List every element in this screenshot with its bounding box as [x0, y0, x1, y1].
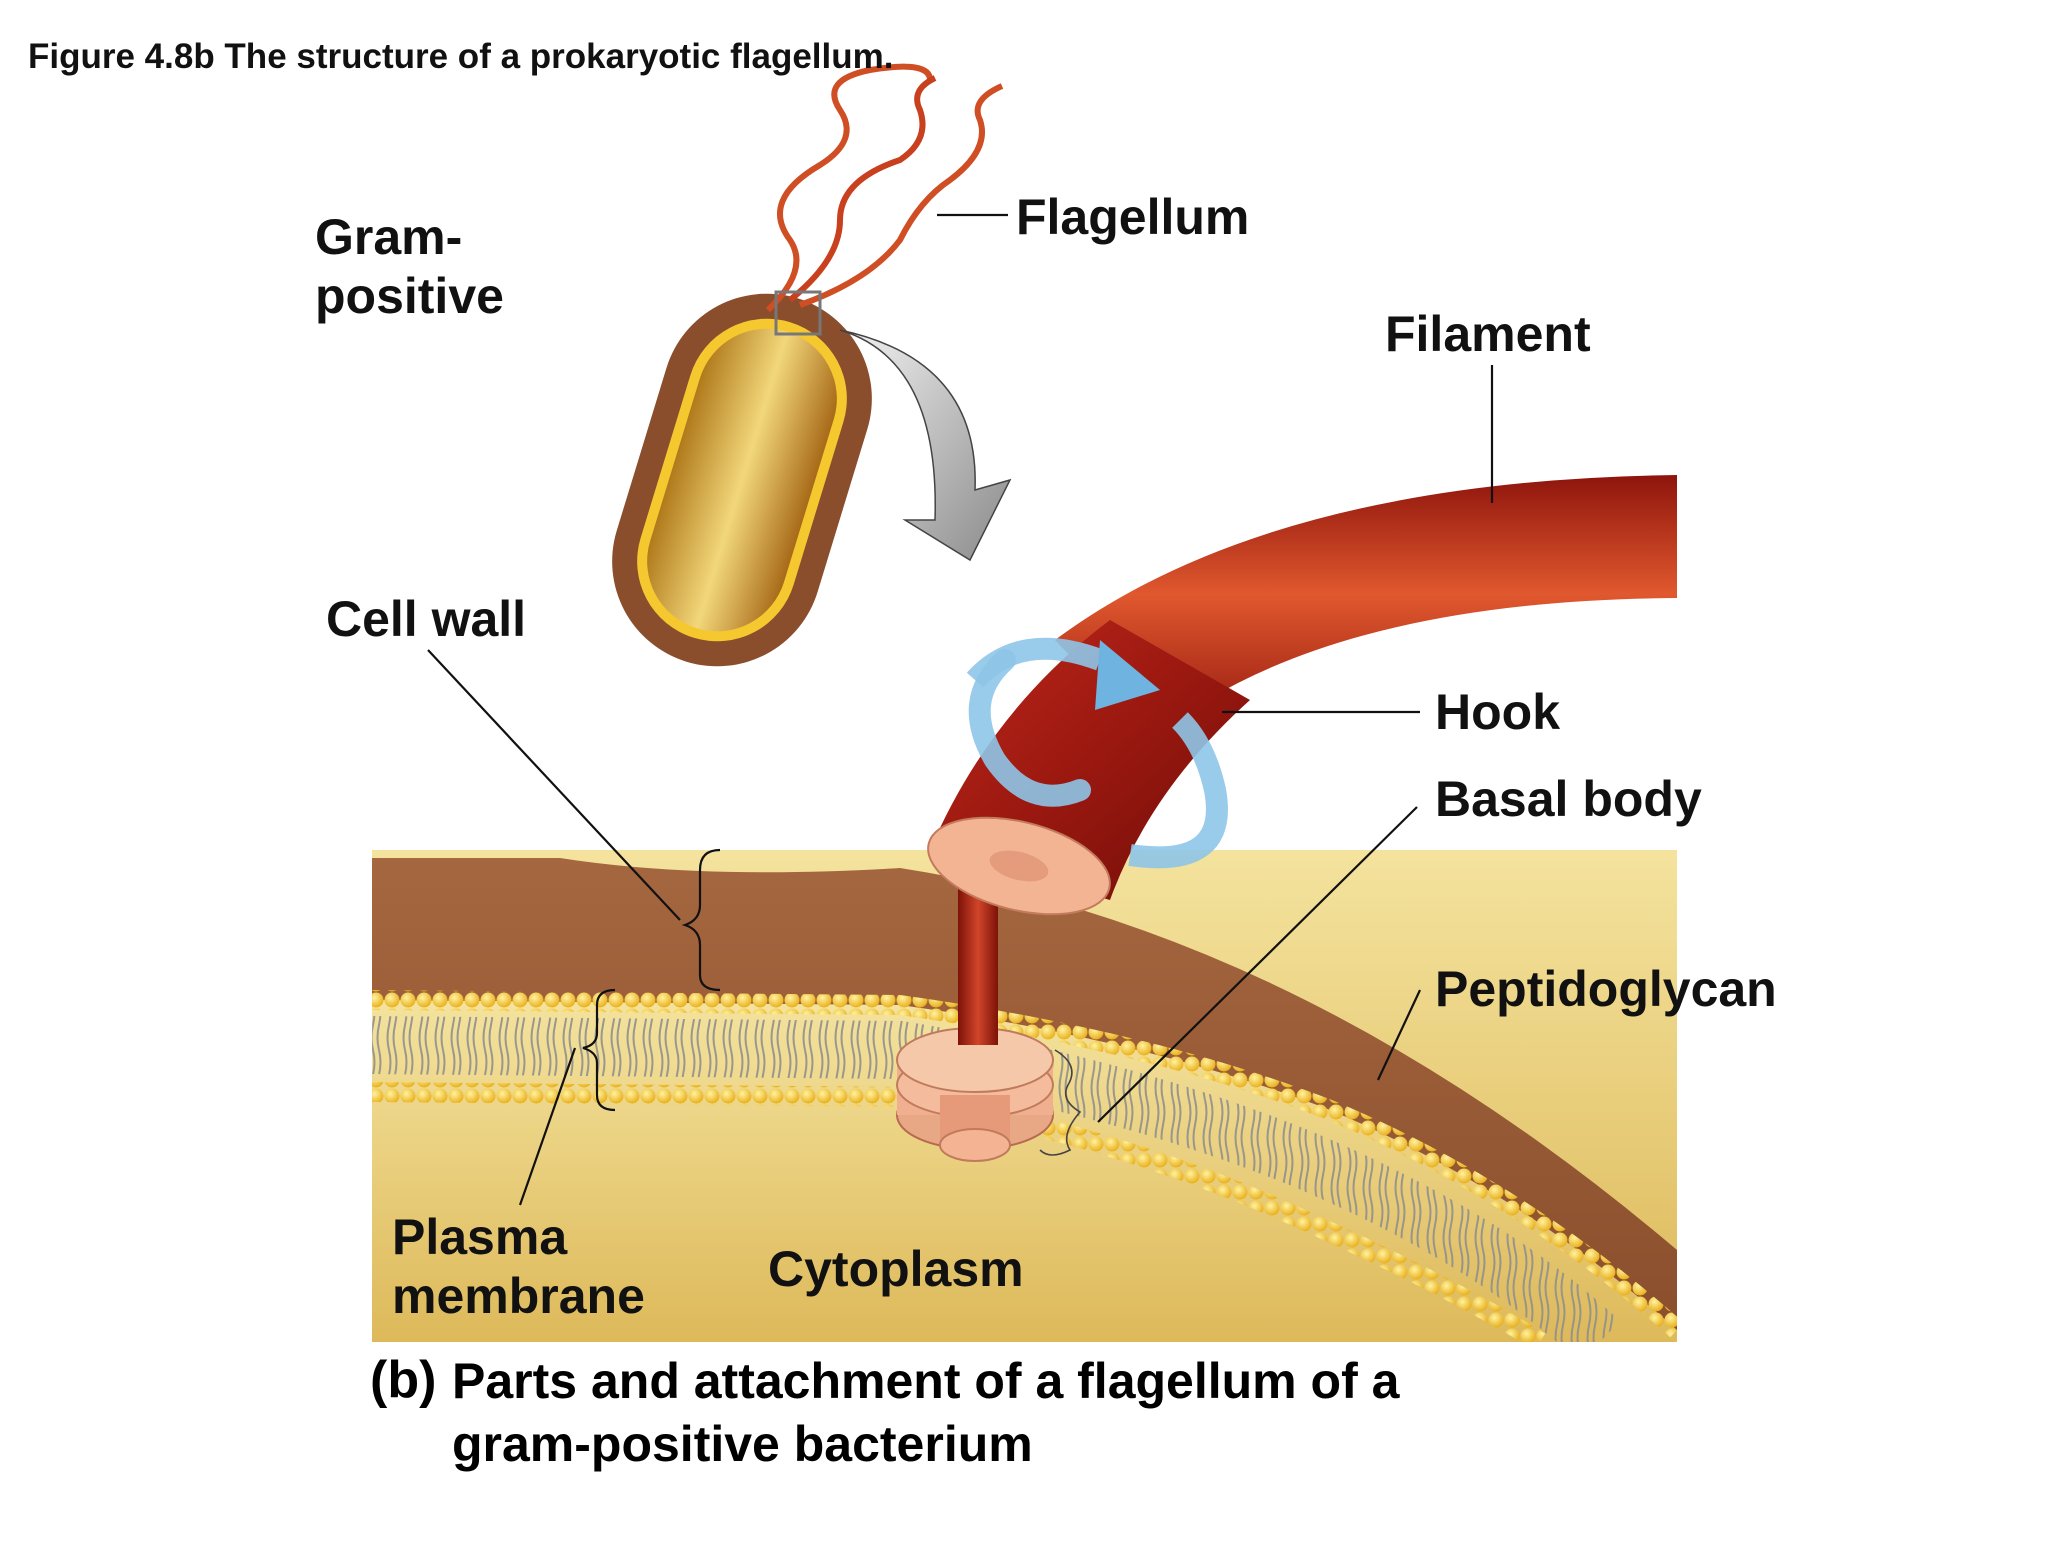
plasma-membrane-label: Plasma membrane — [392, 1208, 645, 1326]
flagellum-label: Flagellum — [1016, 189, 1250, 245]
gram-label-line1: Gram- — [315, 209, 463, 265]
plasma-label-line2: membrane — [392, 1268, 645, 1324]
cytoplasm-label: Cytoplasm — [768, 1241, 1024, 1297]
caption-letter: (b) — [370, 1351, 437, 1409]
cell-wall-leader — [427, 649, 681, 921]
outer-lipid-heads — [372, 990, 1677, 1338]
gram-positive-label: Gram- positive — [315, 208, 504, 326]
caption-line2: gram-positive bacterium — [452, 1415, 1033, 1472]
plasma-membrane-leader — [518, 1047, 577, 1206]
zoom-arrow — [839, 329, 1012, 562]
basal-body-leader — [1097, 806, 1418, 1123]
caption: Parts and attachment of a flagellum of a… — [452, 1350, 1399, 1475]
cell-wall-label: Cell wall — [326, 591, 527, 647]
cell-wall-brace — [681, 848, 721, 992]
rotation-arrow-back — [968, 649, 1091, 807]
flagellum-strand — [765, 63, 933, 313]
rotation-arrow-front — [1128, 712, 1228, 869]
figure-title: Figure 4.8b The structure of a prokaryot… — [28, 37, 894, 76]
hook-end-core — [989, 850, 1049, 882]
bacterium-cell — [612, 293, 872, 667]
filament-label: Filament — [1385, 306, 1591, 362]
basal-body — [896, 1027, 1054, 1162]
caption-line1: Parts and attachment of a flagellum of a — [452, 1353, 1400, 1409]
basal-body-brace — [1039, 1049, 1082, 1156]
gram-label-line2: positive — [315, 268, 504, 324]
zoom-box — [774, 290, 822, 336]
plasma-label-line1: Plasma — [392, 1209, 568, 1265]
basal-body-label: Basal body — [1435, 771, 1702, 827]
leader-lines — [427, 213, 1494, 1206]
hook-label: Hook — [1435, 684, 1560, 740]
plasma-membrane-brace — [582, 988, 616, 1112]
rotation-arrowhead — [1095, 640, 1160, 710]
filament-tube — [1055, 475, 1677, 740]
peptidoglycan-leader — [1377, 989, 1421, 1081]
peptidoglycan-label: Peptidoglycan — [1435, 961, 1777, 1017]
